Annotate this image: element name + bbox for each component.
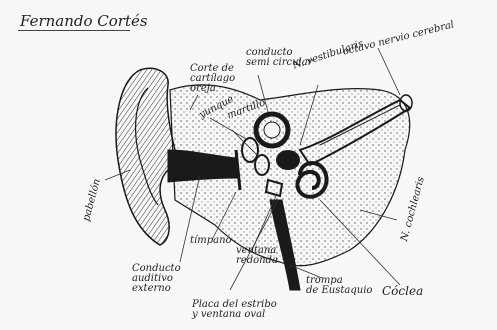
author-signature: Fernando Cortés <box>20 12 148 30</box>
label-ventana-redonda: ventana redonda <box>236 246 278 266</box>
pinna-shape <box>116 68 175 245</box>
label-trompa-eustaquio: trompa de Eustaquio <box>306 276 372 296</box>
label-placa-estribo: Placa del estribo y ventana oval <box>192 300 277 320</box>
label-conducto-auditivo: Conducto auditivo externo <box>132 264 181 294</box>
vestibule <box>276 150 300 170</box>
signature-underline <box>18 30 130 31</box>
label-corte-cartilago-oreja: Corte de cartílago oreja <box>190 64 235 94</box>
label-timpano: tímpano <box>190 236 232 246</box>
label-coclea: Cóclea <box>382 286 423 296</box>
semicircular-canal-inner <box>264 122 280 138</box>
